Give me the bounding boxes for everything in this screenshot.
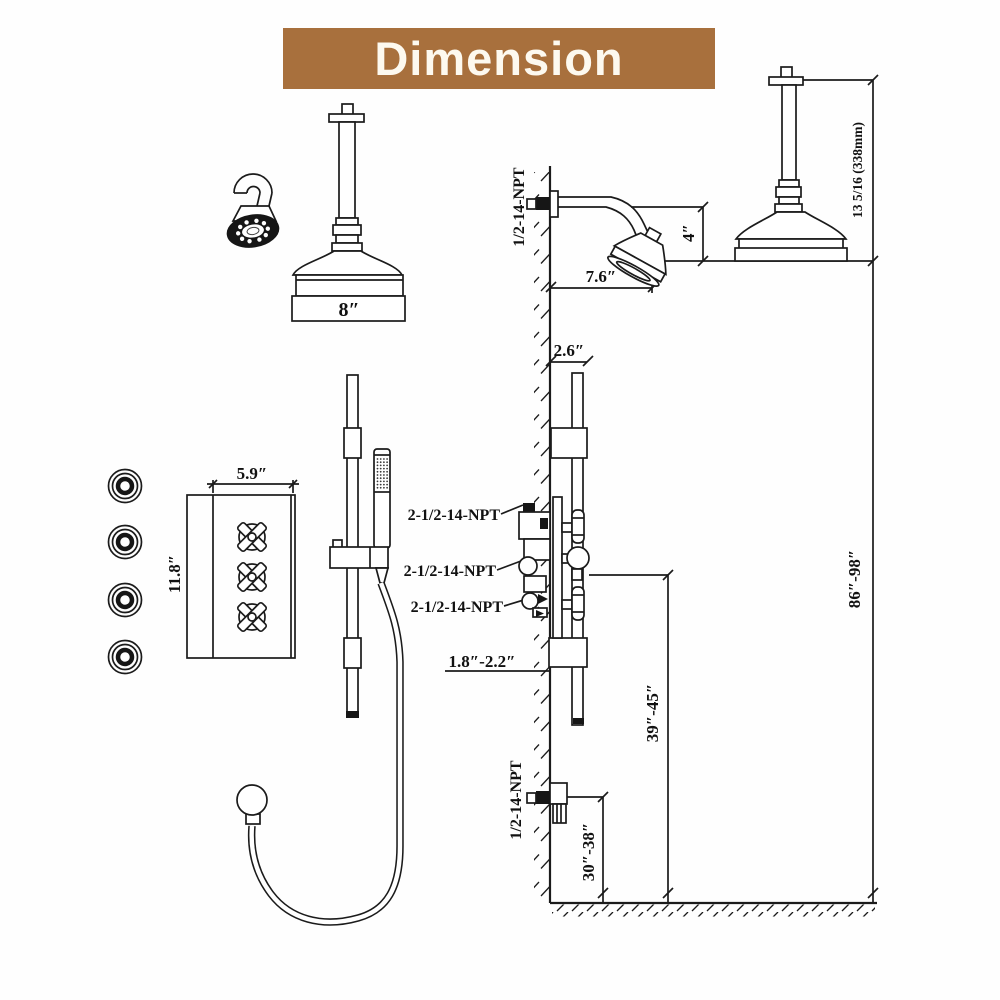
label-outlet-thread: 1/2-14-NPT — [508, 760, 525, 839]
banner-title: Dimension — [374, 32, 624, 85]
wand-spray-texture — [376, 458, 388, 489]
label-valve-port-bottom-thread: 2-1/2-14-NPT — [411, 599, 504, 616]
cross-handle — [236, 521, 268, 553]
rain-shower-head-front-view: 8″ — [291, 103, 406, 322]
wall-shower-head — [606, 226, 667, 287]
hand-shower-hose — [236, 581, 404, 926]
floor-hatching — [552, 904, 875, 917]
label-ceiling-arm-drop: 13 5/16 (338mm) — [850, 122, 865, 218]
hose-wall-connector — [236, 784, 268, 816]
body-jet — [107, 582, 143, 618]
label-outlet-height-range: 30″-38″ — [579, 823, 598, 881]
handle-side-knob — [561, 546, 590, 581]
cross-handle — [236, 601, 268, 633]
valve-trim-side-view — [552, 496, 590, 639]
hand-shower-wand — [373, 448, 391, 549]
concealed-valve-body — [518, 503, 551, 618]
ceiling-rain-head — [734, 66, 848, 262]
hand-shower-slide-bar — [236, 374, 404, 926]
wall-shower-head-side-view — [226, 173, 280, 248]
slider-bracket — [329, 539, 390, 584]
hose-wall-outlet — [526, 782, 568, 824]
label-shower-arm-thread: 1/2-14-NPT — [511, 167, 528, 246]
body-jet — [107, 524, 143, 560]
body-jets — [107, 468, 143, 675]
label-trim-plate-height: 11.8″ — [165, 555, 184, 593]
label-valve-rough-in-depth: 1.8″-2.2″ — [449, 652, 516, 671]
cross-handle — [236, 561, 268, 593]
wall-shower-arm-assembly — [526, 190, 667, 287]
spray-face — [226, 214, 280, 248]
body-jet — [107, 639, 143, 675]
label-rain-head-height-range: 86″-98″ — [845, 550, 864, 608]
body-jet — [107, 468, 143, 504]
valve-trim-front-view: 5.9″ 11.8″ — [165, 464, 299, 659]
label-shower-arm-length: 7.6″ — [586, 267, 617, 286]
label-valve-height-range: 39″-45″ — [643, 684, 662, 742]
label-trim-plate-width: 5.9″ — [237, 464, 268, 483]
handle-side — [561, 509, 585, 544]
label-valve-port-top-thread: 2-1/2-14-NPT — [408, 507, 501, 524]
label-valve-port-middle-thread: 2-1/2-14-NPT — [404, 563, 497, 580]
label-slide-bar-offset: 2.6″ — [554, 341, 585, 360]
label-rain-head-diameter: 8″ — [338, 299, 359, 321]
handle-side — [561, 586, 585, 621]
dimension-banner: Dimension — [283, 28, 715, 89]
label-arm-head-drop: 4″ — [679, 224, 698, 242]
installation-side-view: 1/2-14-NPT 7.6″ 4″ 2.6″ 13 5/16 (338mm) … — [404, 66, 879, 917]
